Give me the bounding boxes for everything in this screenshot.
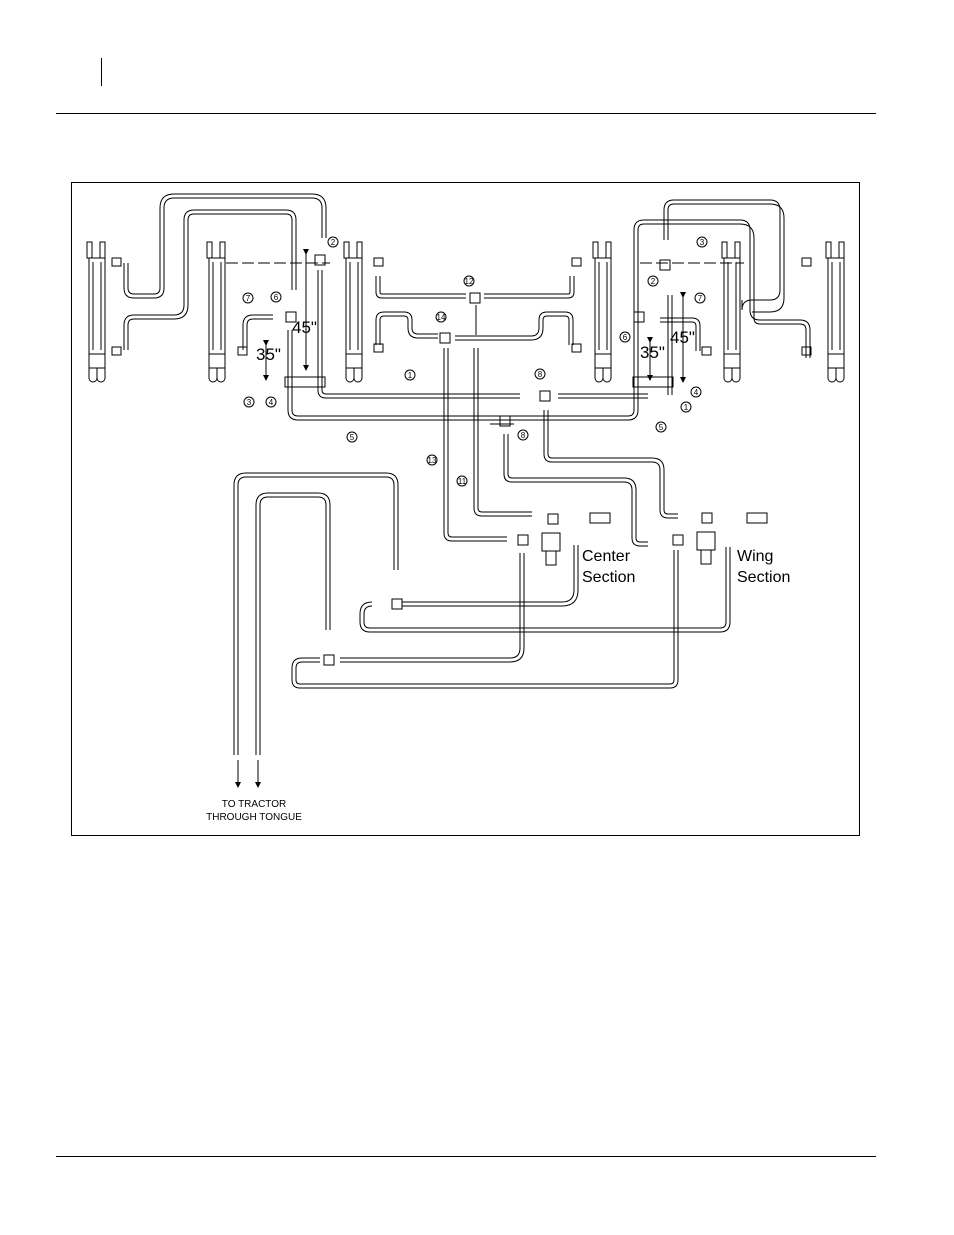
fittings — [285, 255, 712, 665]
tractor-label-line1: TO TRACTOR — [222, 799, 286, 810]
dimension-45-right: 45" — [670, 328, 695, 347]
callout-1: 1 — [408, 371, 413, 380]
left-hoses — [124, 194, 638, 420]
tractor-label-line2: THROUGH TONGUE — [206, 812, 302, 823]
center-hoses — [376, 276, 678, 546]
center-section-label-line1: Center — [582, 548, 631, 565]
callout-3: 3 — [247, 398, 252, 407]
callout-8: 8 — [538, 370, 543, 379]
callout-5-right: 5 — [659, 423, 664, 432]
tractor-hoses — [234, 473, 730, 755]
right-outer-cylinder — [802, 242, 844, 382]
center-section-label-line2: Section — [582, 569, 635, 586]
callout-6: 6 — [274, 293, 279, 302]
callout-4-right: 4 — [694, 388, 699, 397]
right-hoses — [634, 200, 810, 395]
dimension-35-left: 35" — [256, 345, 281, 364]
tractor-arrows — [238, 760, 258, 785]
valves — [542, 513, 767, 565]
center-right-cylinder — [572, 242, 611, 382]
callout-7: 7 — [246, 294, 251, 303]
callout-2: 2 — [331, 238, 336, 247]
dimension-35-right: 35" — [640, 343, 665, 362]
callout-5: 5 — [350, 433, 355, 442]
callout-6-right: 6 — [623, 333, 628, 342]
callout-12: 12 — [465, 277, 474, 286]
center-left-cylinder — [344, 242, 383, 382]
callout-4: 4 — [269, 398, 274, 407]
dimension-45-left: 45" — [292, 318, 317, 337]
callout-11: 11 — [458, 477, 467, 486]
callout-1-right: 1 — [684, 403, 689, 412]
callout-2-right: 2 — [651, 277, 656, 286]
callout-8b: 8 — [521, 431, 526, 440]
callout-numbers: 2 7 6 3 4 5 1 12 14 8 8 13 11 3 2 7 6 4 … — [246, 238, 705, 486]
callout-3-right: 3 — [700, 238, 705, 247]
callout-7-right: 7 — [698, 294, 703, 303]
callout-13: 13 — [428, 456, 437, 465]
left-outer-cylinder — [87, 242, 121, 382]
callout-14: 14 — [437, 313, 446, 322]
callout-circles — [243, 237, 707, 486]
wing-section-label-line1: Wing — [737, 548, 773, 565]
dimension-lines — [226, 252, 744, 380]
wing-section-label-line2: Section — [737, 569, 790, 586]
